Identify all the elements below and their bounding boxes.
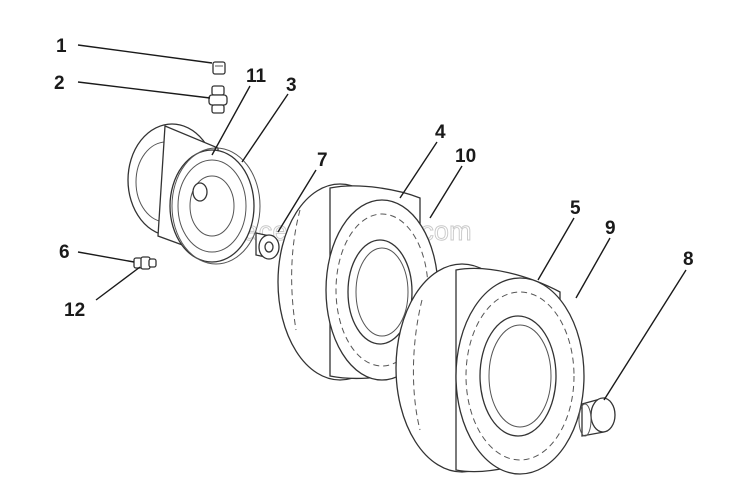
part-5-rear-tire <box>395 263 585 475</box>
callout-3: 3 <box>286 75 297 96</box>
leader-line-7 <box>277 169 317 233</box>
callout-7: 7 <box>317 150 328 171</box>
leader-line-10 <box>429 165 463 219</box>
leader-line-9 <box>575 237 611 299</box>
callout-10: 10 <box>455 146 476 167</box>
callout-9: 9 <box>605 218 616 239</box>
part-2-valve-stem <box>208 85 228 114</box>
part-4-front-tire <box>277 183 439 381</box>
callout-8: 8 <box>683 249 694 270</box>
callout-11: 11 <box>246 66 267 87</box>
part-1-valve-cap <box>212 61 226 75</box>
leader-line-4 <box>399 141 438 199</box>
callout-2: 2 <box>54 73 65 94</box>
leader-line-5 <box>537 217 575 281</box>
leader-line-6 <box>77 251 135 263</box>
callout-4: 4 <box>435 122 446 143</box>
leader-line-3 <box>241 93 289 163</box>
leader-line-2 <box>77 81 211 99</box>
part-6-grease-fitting <box>133 256 157 270</box>
callout-5: 5 <box>570 198 581 219</box>
part-7-bushing <box>255 232 280 260</box>
leader-line-12 <box>95 266 141 301</box>
callout-1: 1 <box>56 36 67 57</box>
leader-line-8 <box>603 269 687 401</box>
part-11-wheel-rim <box>127 123 255 263</box>
callout-12: 12 <box>64 300 85 321</box>
part-8-hub-cap <box>578 397 616 437</box>
callout-6: 6 <box>59 242 70 263</box>
leader-line-1 <box>77 44 213 64</box>
leader-line-11 <box>211 85 251 156</box>
